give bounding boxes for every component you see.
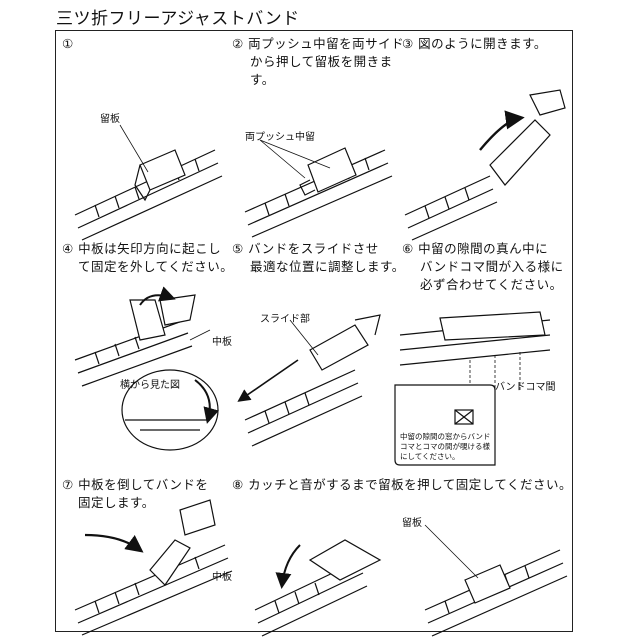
step-8-text: ⑧ カッチと音がするまで留板を押して固定してください。 xyxy=(232,477,573,492)
note-line-1: 中留の隙間の窓からバンド xyxy=(400,432,491,441)
push-buttons-illustration xyxy=(244,139,393,238)
label-nakaita-4: 中板 xyxy=(212,337,232,348)
closed-clasp-illustration xyxy=(424,524,568,637)
instruction-panel xyxy=(55,30,573,632)
label-tomeita-8: 留板 xyxy=(402,518,422,529)
step-5-line-1: ⑤ バンドをスライドさせ xyxy=(232,241,379,256)
step-7-line-1: ⑦ 中板を倒してバンドを xyxy=(62,477,209,492)
step-1-text: ① xyxy=(62,36,74,51)
opened-clasp-illustration xyxy=(404,89,566,241)
bracelet-closed-illustration xyxy=(74,124,223,241)
label-koma-gap: バンドコマ間 xyxy=(495,382,556,393)
label-slide-part: スライド部 xyxy=(260,314,310,325)
step-4-line-1: ④ 中板は矢印方向に起こし xyxy=(62,241,222,256)
step-6-line-1: ⑥ 中留の隙間の真ん中に xyxy=(402,241,549,256)
step-2-line-1: ② 両プッシュ中留を両サイド xyxy=(232,36,405,51)
slide-band-illustration xyxy=(237,314,381,447)
step-4-line-2: て固定を外してください。 xyxy=(78,259,234,274)
lower-inner-plate-illustration xyxy=(74,499,233,636)
align-gap-illustration xyxy=(394,311,551,466)
step-6-line-2: バンドコマ間が入る様に xyxy=(420,259,564,274)
step-5-line-2: 最適な位置に調整します。 xyxy=(250,259,405,274)
label-nakaita-7: 中板 xyxy=(212,572,232,583)
label-push-buttons: 両プッシュ中留 xyxy=(245,132,315,143)
lift-inner-plate-illustration xyxy=(74,286,219,451)
step-7-line-2: 固定します。 xyxy=(78,495,155,510)
press-clasp-illustration xyxy=(254,539,382,637)
page-title: 三ツ折フリーアジャストバンド xyxy=(56,9,300,29)
note-line-3: にしてください。 xyxy=(400,452,460,461)
step-6-line-3: 必ず合わせてください。 xyxy=(420,277,563,292)
label-side-view: 横から見た図 xyxy=(120,380,180,391)
note-line-2: コマとコマの間が覗ける様 xyxy=(400,442,490,451)
step-2-line-2: から押して留板を開きま xyxy=(250,54,393,69)
step-2-line-3: す。 xyxy=(250,72,275,87)
label-tomeita-1: 留板 xyxy=(100,114,120,125)
step-3-text: ③ 図のように開きます。 xyxy=(402,36,547,51)
